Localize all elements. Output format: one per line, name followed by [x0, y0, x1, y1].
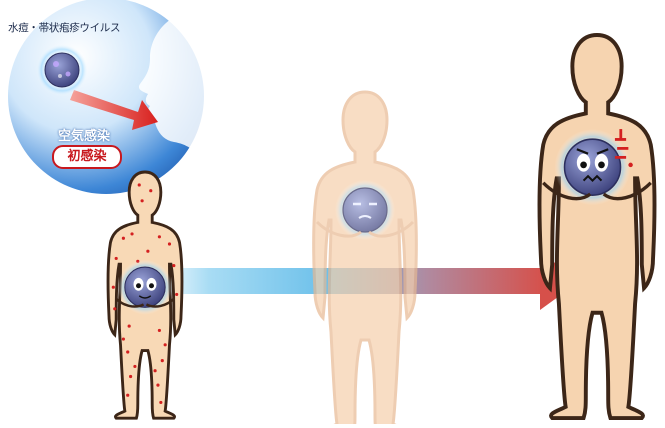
virus-icon	[118, 260, 173, 315]
route-label: 空気感染	[58, 125, 110, 144]
infection-badge: 初感染	[52, 145, 122, 169]
latent-adult-figure	[314, 92, 417, 424]
virus-label: 水痘・帯状疱疹ウイルス	[8, 20, 120, 35]
virus-icon	[36, 44, 88, 96]
shingles-adult-figure	[540, 35, 655, 418]
child-figure	[108, 172, 182, 418]
virus-icon	[335, 180, 395, 240]
